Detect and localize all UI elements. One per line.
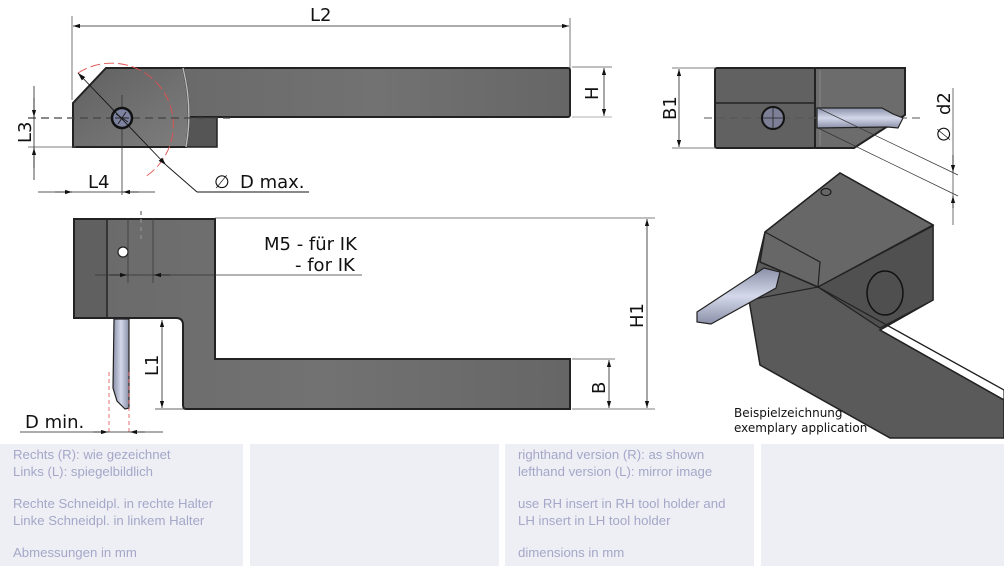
head-top-view	[72, 67, 190, 148]
dim-label-d-min: D min.	[25, 412, 84, 433]
shank-top-view	[182, 67, 571, 118]
note-line: LH insert in LH tool holder	[518, 512, 671, 528]
caption-line-2: exemplary application	[734, 421, 867, 435]
note-line: Linke Schneidpl. in linkem Halter	[13, 512, 205, 528]
dim-label-b: B	[589, 382, 610, 394]
dim-label-l3: L3	[15, 122, 36, 143]
panel-english-notes: righthand version (R): as shown lefthand…	[505, 444, 754, 566]
note-line: dimensions in mm	[518, 545, 625, 560]
note-line: righthand version (R): as shown	[518, 447, 705, 462]
note-line: Rechts (R): wie gezeichnet	[13, 447, 171, 462]
dim-label-m5-de: M5 - für IK	[264, 234, 358, 255]
front-view: M5 - für IK - for IK D min. L1 H1 B	[20, 211, 655, 435]
dim-label-h: H	[582, 86, 603, 100]
dim-label-l4: L4	[88, 172, 109, 193]
caption-line-1: Beispielzeichnung	[734, 406, 843, 420]
diameter-symbol-d2: ∅	[934, 126, 955, 142]
panel-empty-2	[761, 444, 1004, 566]
dim-label-d-max: D max.	[240, 172, 305, 193]
side-view: B1 ∅ d2	[660, 67, 959, 225]
panel-empty-1	[250, 444, 499, 566]
note-line: lefthand version (L): mirror image	[518, 463, 713, 479]
insert-isometric	[696, 267, 781, 325]
note-line: Abmessungen in mm	[13, 545, 137, 560]
dim-label-b1: B1	[660, 96, 681, 120]
technical-drawing: L2 ∅ D max. L3 L4 H	[15, 5, 1004, 439]
dim-label-h1: H1	[627, 303, 648, 328]
panel-german-notes: Rechts (R): wie gezeichnet Links (L): sp…	[0, 444, 243, 566]
note-line: use RH insert in RH tool holder and	[518, 496, 726, 511]
dim-label-l1: L1	[142, 355, 163, 376]
diameter-symbol-dmax: ∅	[214, 172, 230, 193]
insert-side-view	[816, 107, 904, 129]
insert-front-view	[112, 318, 130, 410]
top-view: L2 ∅ D max. L3 L4 H	[15, 5, 612, 195]
dim-label-m5-en: - for IK	[295, 255, 356, 276]
isometric-view: Beispielzeichnung exemplary application	[696, 172, 1004, 439]
d-max-arc	[77, 62, 174, 178]
note-line: Links (L): spiegelbildlich	[13, 463, 154, 479]
dim-label-d2: d2	[934, 92, 955, 115]
holder-front-view	[73, 218, 571, 410]
dim-label-l2: L2	[310, 5, 331, 26]
note-line: Rechte Schneidpl. in rechte Halter	[13, 496, 214, 511]
